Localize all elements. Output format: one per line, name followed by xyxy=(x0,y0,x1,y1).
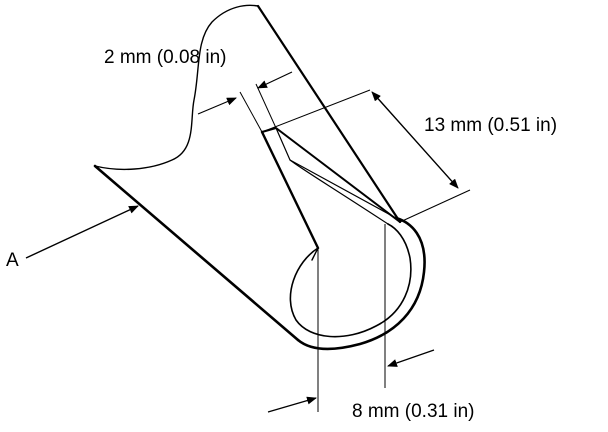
height-dimension xyxy=(371,91,459,189)
height-label: 13 mm (0.51 in) xyxy=(424,115,557,136)
thickness-label: 2 mm (0.08 in) xyxy=(104,47,226,68)
callout-a-arrow xyxy=(25,205,139,259)
panel-body xyxy=(93,4,402,342)
hem-fold xyxy=(260,127,426,351)
thickness-dimension xyxy=(197,71,293,115)
width-dimension xyxy=(267,349,435,413)
extension-lines xyxy=(239,83,471,412)
width-label: 8 mm (0.31 in) xyxy=(352,401,474,422)
callout-a-label: A xyxy=(6,250,19,271)
